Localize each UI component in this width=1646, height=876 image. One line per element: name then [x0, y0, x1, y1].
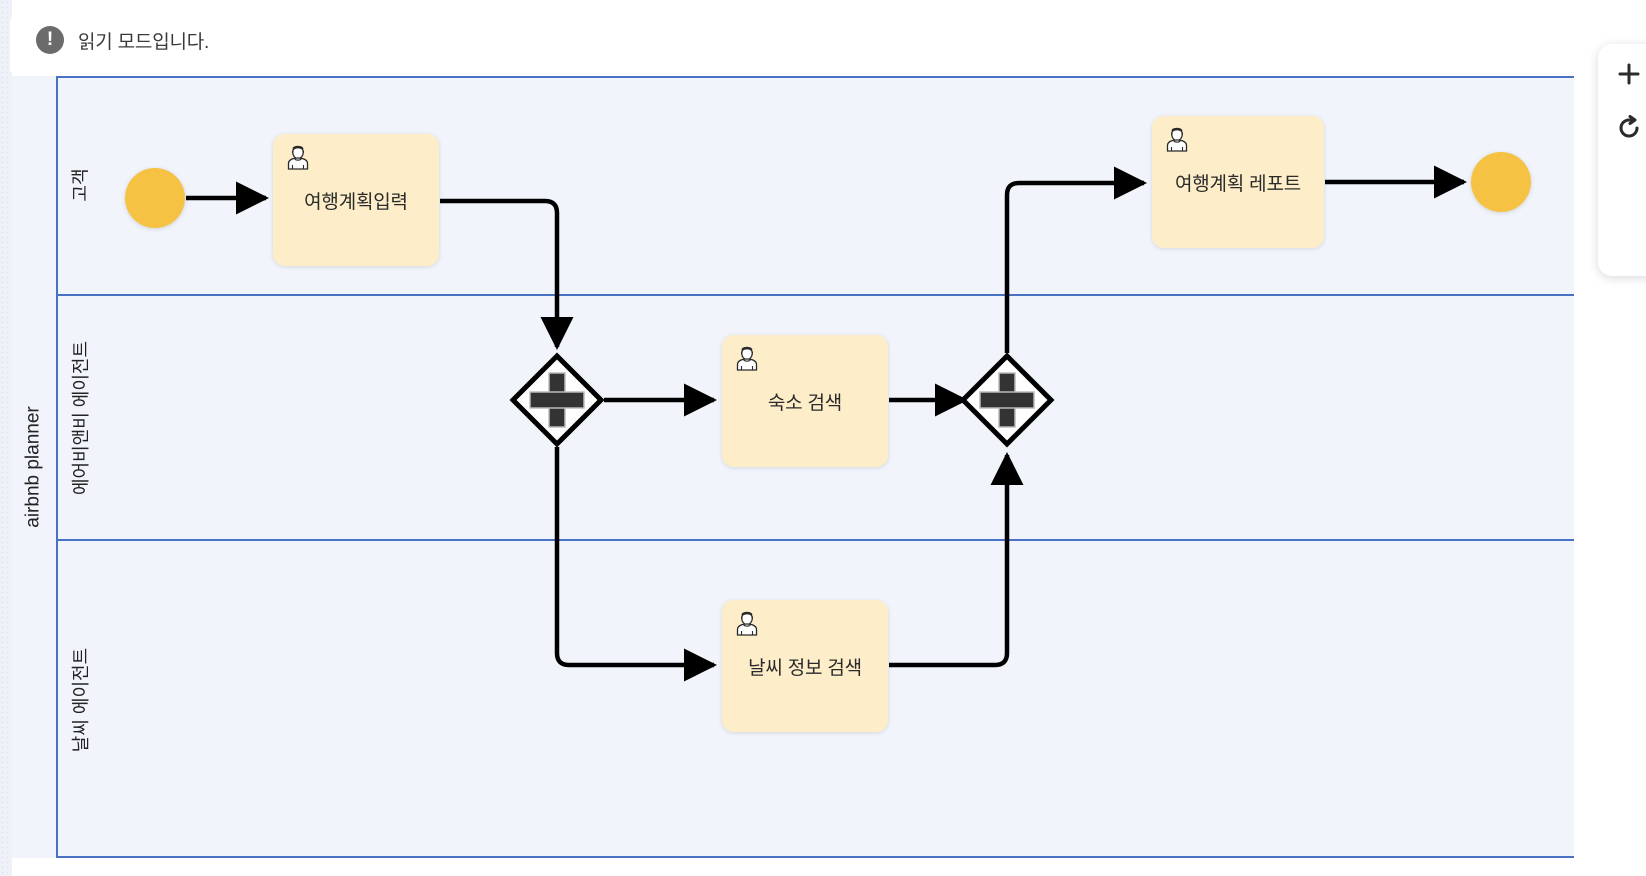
- task-weather-search[interactable]: 날씨 정보 검색: [722, 600, 888, 732]
- task-travel-plan-input-label: 여행계획입력: [304, 191, 408, 213]
- canvas-zoom-palette: [1598, 44, 1646, 276]
- lane-airbnb-agent[interactable]: 에어비앤비 에이전트: [58, 296, 1574, 541]
- lane-airbnb-agent-label-holder: 에어비앤비 에이전트: [58, 296, 102, 539]
- lane-customer-label: 고객: [71, 168, 91, 202]
- task-weather-search-label: 날씨 정보 검색: [748, 657, 862, 679]
- user-task-icon: [283, 142, 313, 172]
- read-mode-notice-bar: ! 읽기 모드입니다.: [10, 8, 1646, 72]
- read-mode-notice-text: 읽기 모드입니다.: [78, 31, 210, 53]
- reset-view-button[interactable]: [1611, 110, 1646, 146]
- user-task-icon: [732, 343, 762, 373]
- end-event[interactable]: [1471, 152, 1531, 212]
- alert-circle-icon: !: [36, 26, 64, 54]
- task-lodging-search[interactable]: 숙소 검색: [722, 335, 888, 467]
- gateway-parallel-split[interactable]: [509, 352, 605, 448]
- alert-glyph: !: [46, 28, 54, 50]
- pool-title[interactable]: airbnb planner: [12, 76, 58, 858]
- task-travel-plan-report-label: 여행계획 레포트: [1174, 173, 1302, 195]
- lane-customer-label-holder: 고객: [58, 76, 102, 294]
- canvas-texture: [0, 0, 12, 876]
- lane-weather-agent-label-holder: 날씨 에이전트: [58, 541, 102, 858]
- lane-customer[interactable]: 고객: [58, 76, 1574, 296]
- start-event[interactable]: [125, 168, 185, 228]
- zoom-in-button[interactable]: [1611, 56, 1646, 92]
- task-travel-plan-report[interactable]: 여행계획 레포트: [1152, 116, 1324, 248]
- pool-title-label: airbnb planner: [23, 406, 45, 528]
- user-task-icon: [1162, 124, 1192, 154]
- gateway-parallel-join[interactable]: [959, 352, 1055, 448]
- lane-weather-agent-label: 날씨 에이전트: [71, 647, 91, 752]
- task-lodging-search-label: 숙소 검색: [767, 392, 843, 414]
- task-travel-plan-input[interactable]: 여행계획입력: [273, 134, 439, 266]
- lane-airbnb-agent-label: 에어비앤비 에이전트: [71, 340, 92, 495]
- user-task-icon: [732, 608, 762, 638]
